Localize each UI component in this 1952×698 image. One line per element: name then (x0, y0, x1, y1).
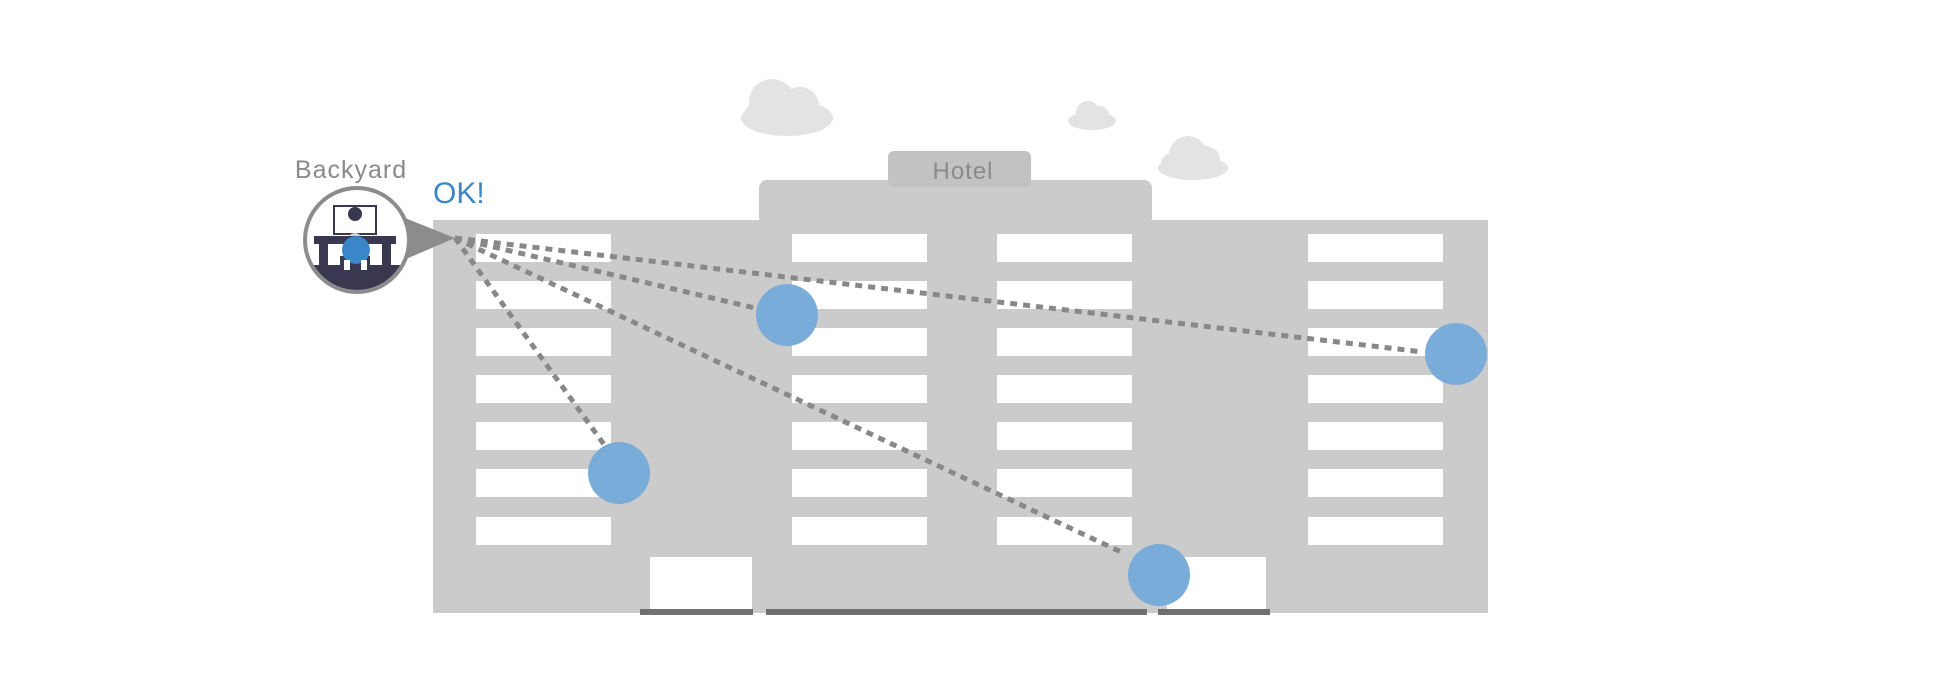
wireless-node (1128, 544, 1190, 606)
cloud-icon (741, 79, 833, 136)
window (1308, 422, 1443, 450)
window (997, 517, 1132, 545)
window (1308, 469, 1443, 497)
window (792, 469, 927, 497)
window (1308, 375, 1443, 403)
wireless-node (756, 284, 818, 346)
window (792, 328, 927, 356)
backyard-badge (303, 186, 455, 294)
cloud-icon (1068, 101, 1116, 130)
hotel-sign: Hotel (888, 151, 1031, 187)
wireless-links (452, 235, 1424, 555)
link-line (454, 235, 1424, 355)
cloud-icon (1158, 136, 1228, 180)
wireless-nodes (588, 284, 1487, 606)
hotel-sign-label: Hotel (932, 158, 993, 185)
hotel-building (433, 180, 1488, 615)
door (650, 557, 752, 610)
window (997, 469, 1132, 497)
window (1308, 281, 1443, 309)
status-ok-label: OK! (433, 177, 485, 210)
window (997, 281, 1132, 309)
backyard-label: Backyard (295, 156, 407, 184)
window (792, 375, 927, 403)
window (476, 422, 611, 450)
link-line (452, 236, 611, 452)
window (1308, 328, 1443, 356)
window (1308, 517, 1443, 545)
wireless-node (588, 442, 650, 504)
window (792, 234, 927, 262)
window (1308, 234, 1443, 262)
window (476, 517, 611, 545)
ground-step (766, 609, 1147, 615)
window (997, 328, 1132, 356)
ground-step (1158, 609, 1270, 615)
wireless-node (1425, 323, 1487, 385)
link-line (453, 235, 1123, 555)
building-wall (433, 220, 1488, 613)
window (476, 375, 611, 403)
window (997, 422, 1132, 450)
windows (476, 234, 1443, 545)
window (997, 375, 1132, 403)
building-upper-section (759, 180, 1152, 225)
ground-step (640, 609, 753, 615)
window (792, 517, 927, 545)
window (997, 234, 1132, 262)
window (476, 328, 611, 356)
